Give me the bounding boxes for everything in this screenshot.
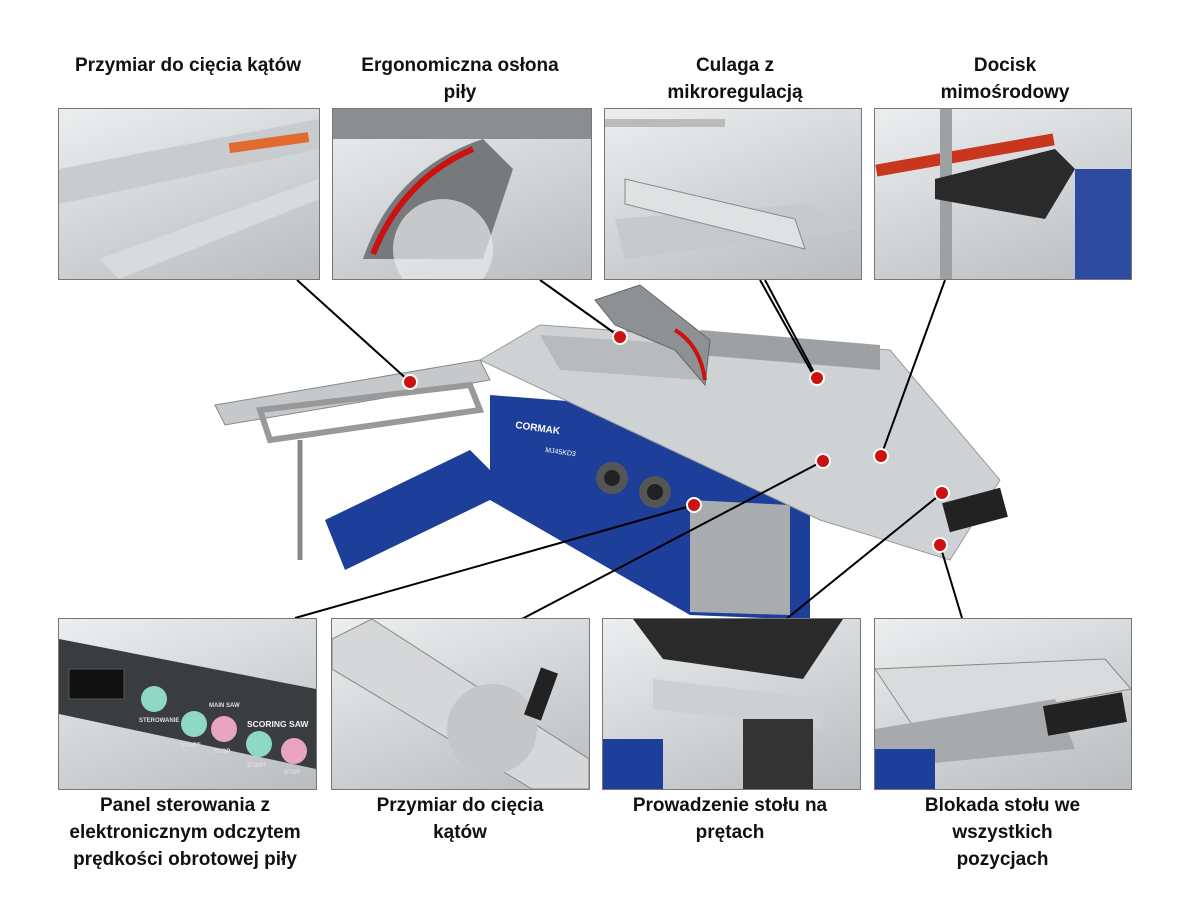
model-label: MJ45KD3 [545, 447, 577, 458]
caption-angle-gauge-top: Przymiar do cięcia kątów [75, 55, 301, 76]
marker-5 [686, 497, 702, 513]
electric-cabinet [690, 500, 790, 615]
panel-label-stop1: STOP [214, 749, 230, 755]
marker-3 [809, 370, 825, 386]
marker-6 [815, 453, 831, 469]
caption-fence: Culaga z mikroregulacją [667, 55, 803, 103]
marker-7 [934, 485, 950, 501]
detail-photo-fence [604, 108, 862, 280]
marker-4 [873, 448, 889, 464]
caption-rail-guide: Prowadzenie stołu na prętach [632, 795, 828, 843]
detail-photo-eccentric-clamp [874, 108, 1132, 280]
detail-photo-saw-guard [332, 108, 592, 280]
caption-angle-gauge-bottom: Przymiar do cięcia kątów [376, 795, 544, 843]
detail-photo-table-lock [874, 618, 1132, 790]
detail-photo-angle-gauge [58, 108, 320, 280]
panel-label-steering: STEROWANIE [139, 718, 179, 724]
marker-2 [612, 329, 628, 345]
callout-markers [402, 329, 950, 553]
callout-lines [294, 279, 963, 621]
panel-label-start2: START [247, 763, 267, 769]
detail-photo-control-panel: STEROWANIE START STOP MAIN SAW START STO… [58, 618, 317, 790]
detail-photo-angle-gauge-bottom [331, 618, 590, 790]
panel-label-stop2: STOP [284, 770, 300, 776]
panel-label-scoring-saw: SCORING SAW [247, 719, 309, 729]
panel-label-main-saw: MAIN SAW [209, 703, 240, 709]
caption-control-panel: Panel sterowania z elektronicznym odczyt… [69, 795, 301, 870]
caption-table-lock: Blokada stołu we wszystkich pozycjach [924, 795, 1081, 870]
detail-photo-rail-guide [602, 618, 861, 790]
support-arm [325, 450, 490, 570]
marker-8 [932, 537, 948, 553]
panel-label-start1: START [181, 743, 201, 749]
marker-1 [402, 374, 418, 390]
caption-eccentric-clamp: Docisk mimośrodowy [940, 55, 1070, 103]
caption-saw-guard: Ergonomiczna osłona piły [361, 55, 559, 103]
